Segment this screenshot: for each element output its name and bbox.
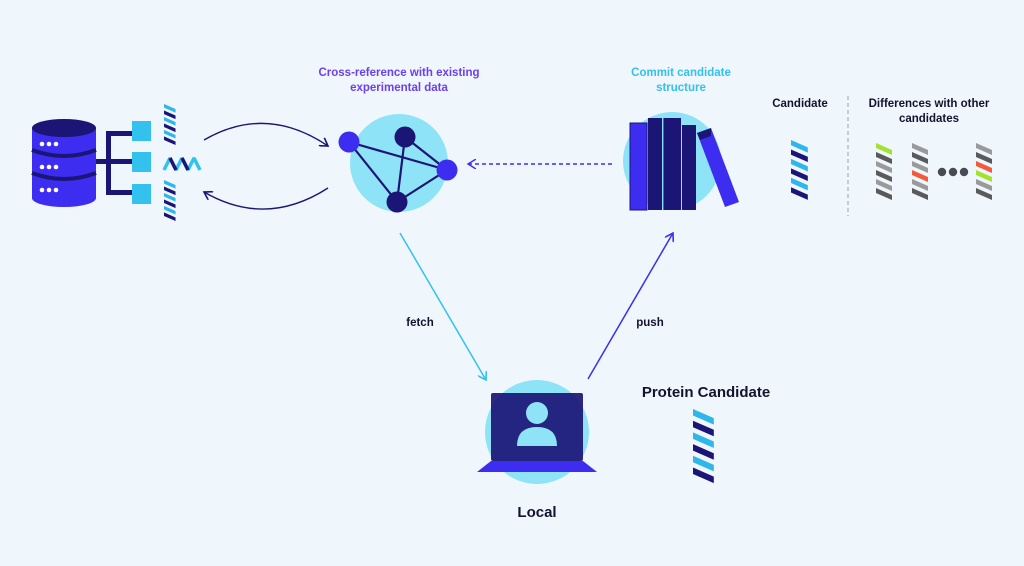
candidate-helix-icon: [791, 140, 808, 200]
difference-helix-icon: [876, 143, 892, 200]
candidate-label: Candidate: [772, 98, 828, 110]
helix-icon: [164, 180, 176, 222]
ellipsis-dots-icon: [937, 167, 969, 177]
local-label: Local: [517, 504, 557, 521]
cross-reference-label: Cross-reference with existing experiment…: [318, 67, 480, 94]
protein-candidate-helix-icon: [693, 409, 714, 484]
protein-candidate-label: Protein Candidate: [641, 384, 771, 401]
database-icon: [31, 119, 97, 207]
sync-arrow-to-database: [204, 187, 329, 210]
differences-label: Differences with other candidates: [868, 98, 990, 125]
books-icon: [623, 112, 739, 211]
laptop-user-icon: [477, 380, 597, 484]
data-tree-connector: [96, 121, 151, 204]
sync-arrow-to-network: [203, 122, 328, 146]
helix-icon: [162, 157, 202, 171]
commit-label: Commit candidate structure: [631, 67, 731, 94]
difference-helix-icon: [976, 143, 992, 200]
helix-icon: [164, 104, 176, 146]
network-graph-icon: [338, 114, 458, 213]
fetch-arrow: [399, 232, 486, 380]
fetch-label: fetch: [406, 317, 434, 329]
difference-helix-icon: [912, 143, 928, 200]
push-label: push: [636, 317, 664, 329]
push-arrow: [587, 233, 673, 380]
